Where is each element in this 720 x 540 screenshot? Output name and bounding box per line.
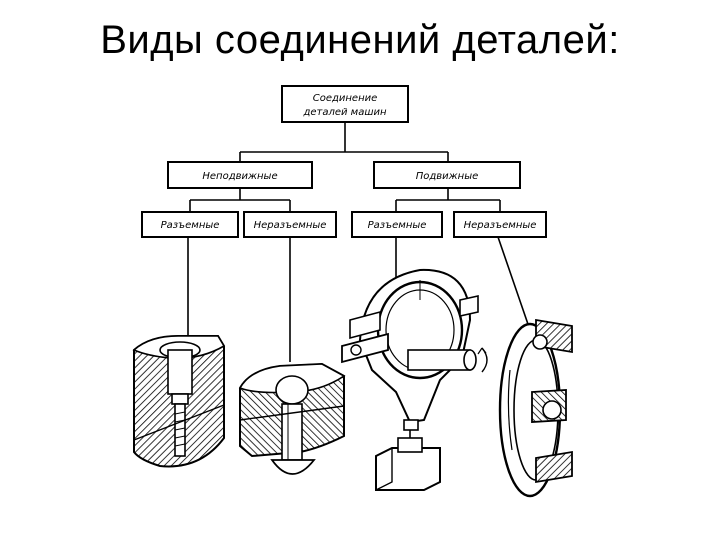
tree-node-movable-permanent: Неразъемные xyxy=(453,211,547,238)
plain-bearing-housing-illustration xyxy=(341,268,488,491)
movable-permanent-label: Неразъемные xyxy=(464,220,537,231)
tree-node-movable-detachable: Разъемные xyxy=(351,211,443,238)
movable-label: Подвижные xyxy=(416,171,479,182)
ball-bearing-illustration xyxy=(498,318,573,498)
tree-node-fixed-detachable: Разъемные xyxy=(141,211,239,238)
tree-node-root: Соединение деталей машин xyxy=(281,85,409,123)
tree-connectors xyxy=(187,122,531,362)
fixed-permanent-label: Неразъемные xyxy=(254,220,327,231)
root-label-line2: деталей машин xyxy=(302,107,387,118)
root-label-line1: Соединение xyxy=(313,93,378,104)
tree-node-fixed-permanent: Неразъемные xyxy=(243,211,337,238)
fixed-label: Неподвижные xyxy=(202,171,277,182)
tree-node-movable: Подвижные xyxy=(373,161,521,189)
fixed-detachable-label: Разъемные xyxy=(161,220,220,231)
movable-detachable-label: Разъемные xyxy=(368,220,427,231)
bolted-joint-illustration xyxy=(132,335,226,468)
riveted-joint-illustration xyxy=(238,362,346,475)
slide-title: Виды соединений деталей: xyxy=(100,18,620,62)
tree-node-fixed: Неподвижные xyxy=(167,161,313,189)
